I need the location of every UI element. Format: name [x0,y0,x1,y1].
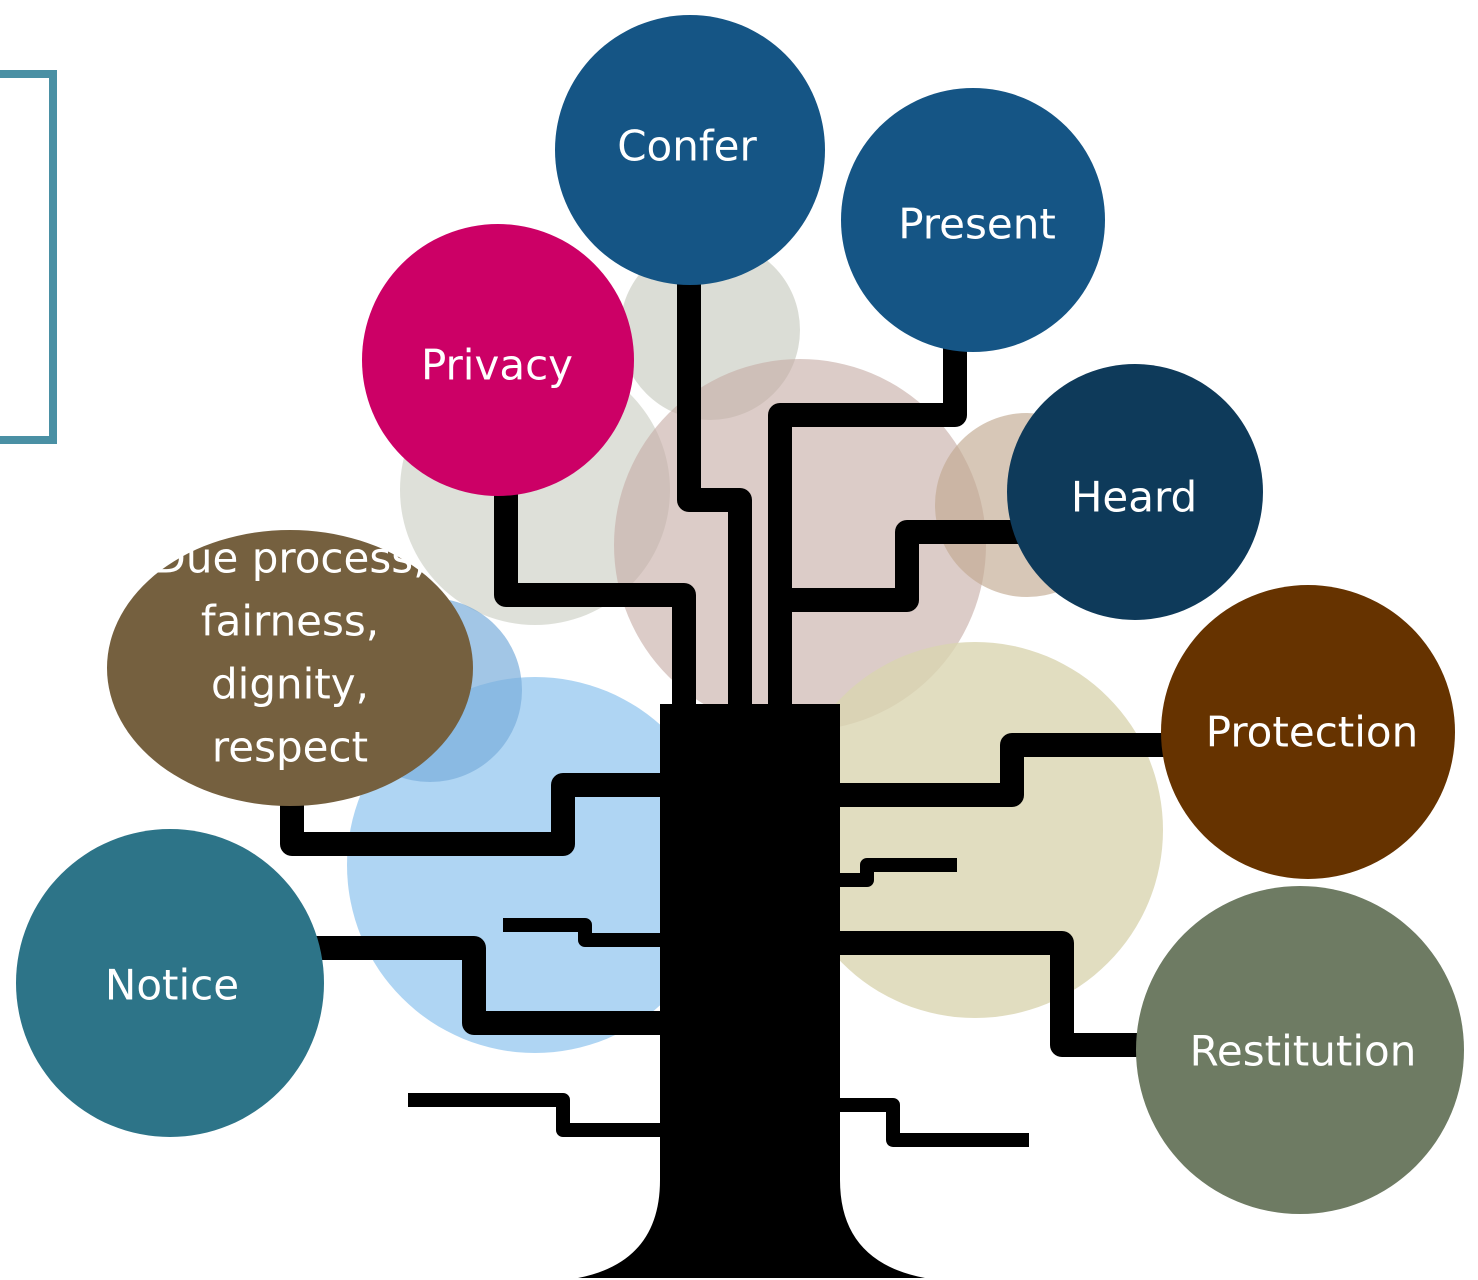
node-label-due-process-3: dignity, [211,660,369,709]
node-label-protection: Protection [1206,708,1418,757]
twig-right-lower [833,1098,1029,1147]
node-label-notice: Notice [105,961,239,1010]
node-label-heard: Heard [1071,473,1197,522]
branch-due-process [280,773,672,856]
branches [280,258,1180,1147]
twig-right-upper [833,858,957,887]
node-circle-confer [555,15,825,285]
node-label-restitution: Restitution [1190,1027,1417,1076]
node-circle-restitution [1136,886,1464,1214]
node-due-process: Due process, fairness, dignity, respect [107,530,473,806]
node-label-privacy: Privacy [421,341,573,390]
bg-circle-mauve [614,359,986,731]
branch-notice [308,936,672,1035]
node-confer: Confer [555,15,825,285]
branch-restitution [828,931,1152,1057]
node-label-confer: Confer [617,122,757,171]
node-circle-privacy [362,224,634,496]
twig-left-upper [503,918,667,947]
node-restitution: Restitution [1136,886,1464,1214]
node-label-due-process-1: Due process, [154,534,427,583]
node-privacy: Privacy [362,224,634,496]
branch-present [768,328,967,722]
node-circle-protection [1161,585,1455,879]
bg-circle-sand [787,642,1163,1018]
node-circle-due-process [107,530,473,806]
node-circle-notice [16,829,324,1137]
tree-trunk [578,704,925,1278]
twig-left-lower [408,1093,667,1137]
branch-protection [828,733,1180,807]
node-label-present: Present [898,200,1056,249]
node-protection: Protection [1161,585,1455,879]
node-notice: Notice [16,829,324,1137]
branch-privacy [494,478,696,722]
node-circle-heard [1007,364,1263,620]
branch-heard [778,520,1024,612]
branch-confer [677,258,752,722]
node-circle-present [841,88,1105,352]
node-label-due-process-4: respect [212,723,368,772]
node-label-due-process-2: fairness, [201,597,379,646]
node-heard: Heard [1007,364,1263,620]
frame-bracket [0,70,57,444]
node-present: Present [841,88,1105,352]
